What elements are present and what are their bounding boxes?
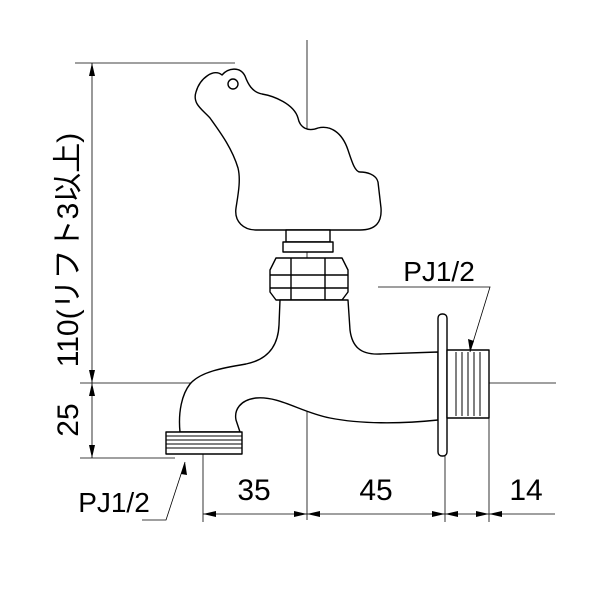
thread-outlet-label: PJ1/2: [78, 487, 150, 518]
dim-horizontal-left: 35: [237, 474, 270, 507]
spout-body: [178, 299, 439, 433]
thread-inlet-label: PJ1/2: [403, 256, 475, 287]
stem-collar: [282, 241, 334, 253]
faucet-body: [165, 68, 490, 457]
handle-lever: [194, 68, 382, 231]
wall-flange: [437, 313, 448, 457]
dim-horizontal-right: 14: [509, 474, 542, 507]
outlet-thread: [165, 431, 243, 455]
outlet-leader: [142, 461, 186, 521]
inlet-leader: [378, 286, 491, 353]
stem: [285, 229, 331, 243]
dim-vertical-upper: 110(リフト3以上): [52, 133, 85, 368]
handle-pin-hole: [227, 78, 239, 90]
hex-nut: [269, 257, 349, 301]
dim-vertical-lower: 25: [52, 403, 85, 436]
dim-horizontal-mid: 45: [359, 474, 392, 507]
